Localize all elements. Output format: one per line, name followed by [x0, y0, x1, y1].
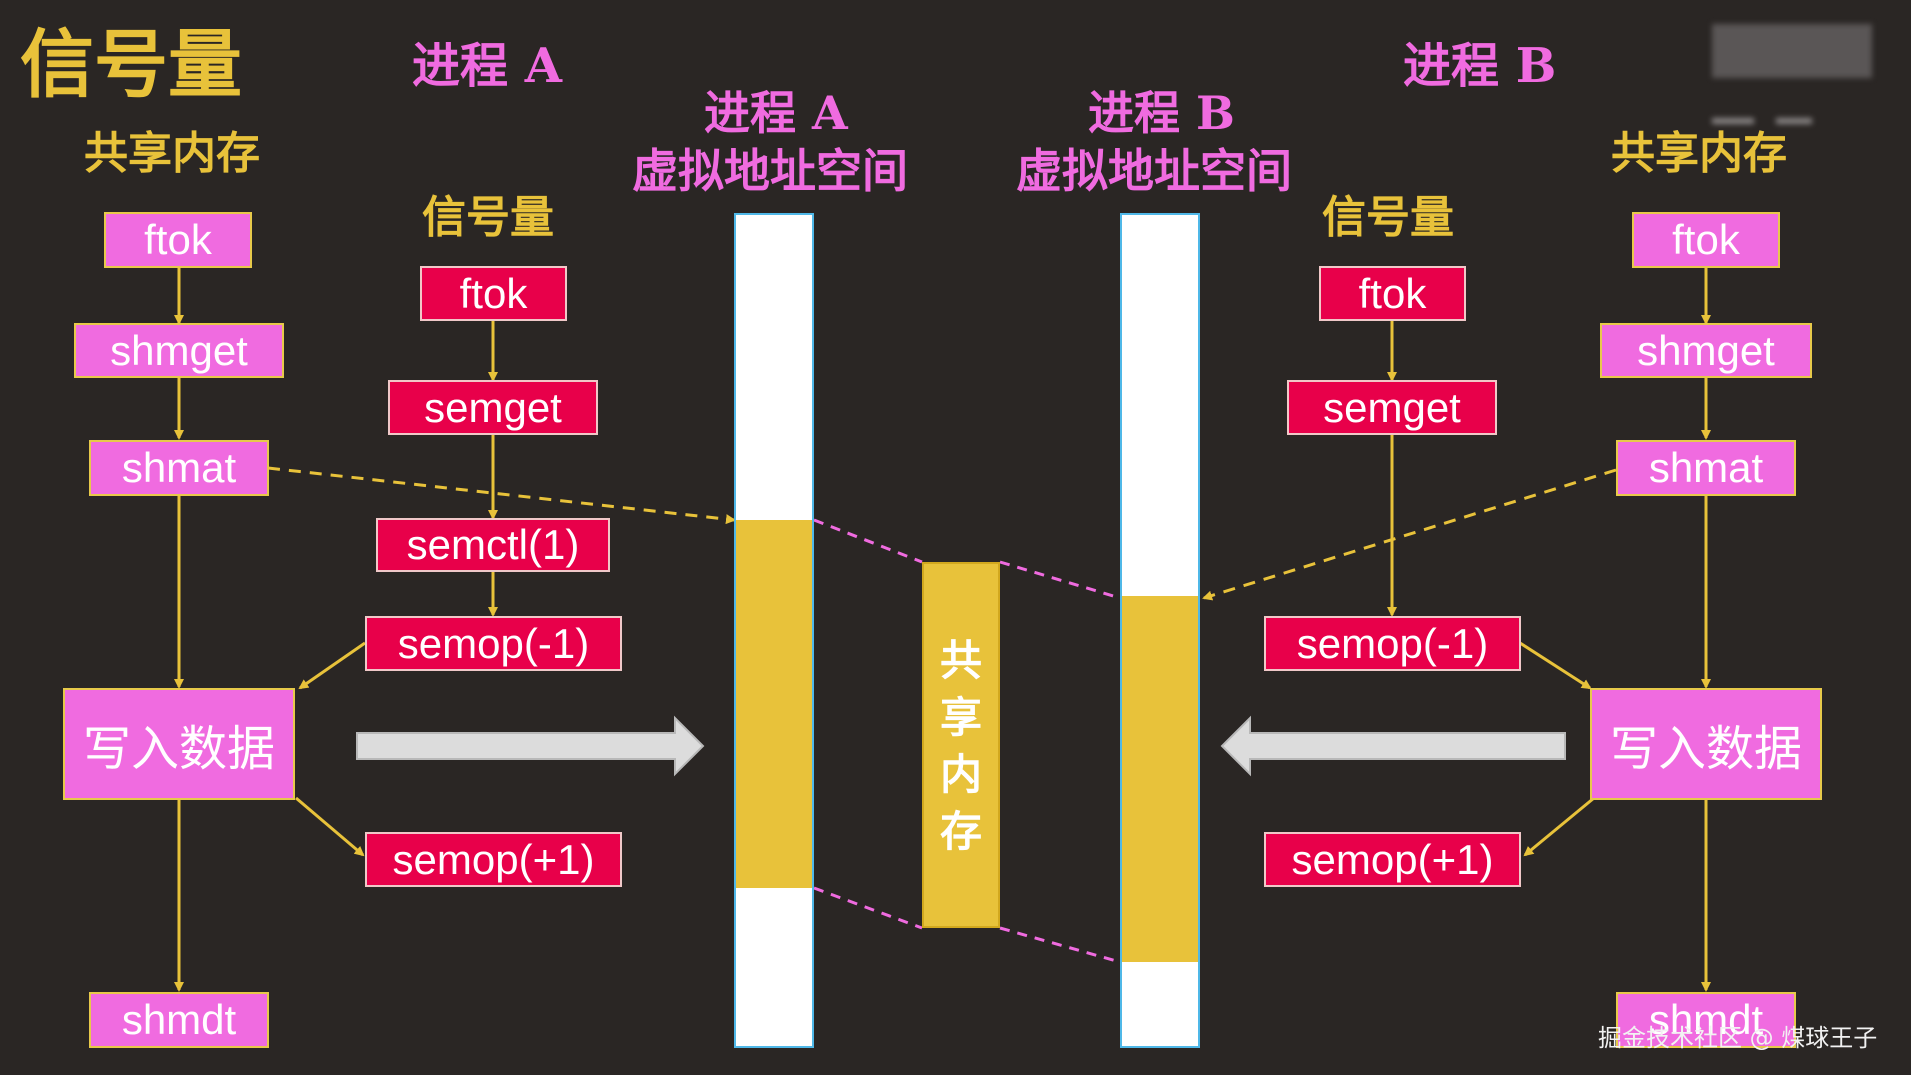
right-sem-flow-arrows — [1387, 321, 1595, 857]
shared-memory-label: 共 享 内 存 — [922, 632, 1000, 860]
left-shm-label: 共享内存 — [84, 128, 260, 179]
write-arrow-left — [1220, 715, 1566, 777]
right-shm-label: 共享内存 — [1611, 128, 1787, 179]
flow-arrow — [298, 641, 366, 690]
left-semop-plus-box: semop(+1) — [365, 832, 622, 887]
shared-memory-char: 存 — [939, 807, 982, 856]
process-a-shared-segment — [736, 520, 812, 888]
left-sem-label: 信号量 — [422, 192, 554, 243]
left-shmget-box: shmget — [74, 323, 284, 378]
shmat-a-mapping-arrow — [267, 466, 736, 525]
write-arrow-right — [356, 715, 705, 777]
blurred-region — [1712, 24, 1872, 78]
va-a-title-line1: 进程 A — [704, 86, 848, 140]
right-semop-minus-box: semop(-1) — [1264, 616, 1521, 671]
main-title: 信号量 — [20, 22, 242, 108]
right-sem-ftok-box: ftok — [1319, 266, 1466, 321]
right-shmget-box: shmget — [1600, 323, 1812, 378]
watermark-text: 掘金技术社区 @ 煤球王子 — [1598, 1024, 1878, 1052]
shared-memory-char: 享 — [939, 693, 982, 742]
shared-memory-mapping-lines — [813, 518, 1121, 964]
shmat-b-mapping-arrow — [1202, 468, 1617, 601]
left-ftok-box: ftok — [104, 212, 252, 268]
left-sem-ftok-box: ftok — [420, 266, 567, 321]
flow-arrow — [1523, 796, 1595, 857]
left-semctl-box: semctl(1) — [376, 518, 610, 572]
left-write-data-box: 写入数据 — [63, 688, 295, 800]
left-shmat-box: shmat — [89, 440, 269, 496]
flow-arrow — [295, 796, 365, 857]
mapping-line — [999, 926, 1121, 964]
right-semop-plus-box: semop(+1) — [1264, 832, 1521, 887]
left-semop-minus-box: semop(-1) — [365, 616, 622, 671]
va-a-title-line2: 虚拟地址空间 — [632, 144, 908, 198]
right-semget-box: semget — [1287, 380, 1497, 435]
shared-memory-char: 内 — [939, 750, 982, 799]
blurred-mark — [1776, 118, 1812, 124]
flow-arrow — [1519, 641, 1592, 690]
process-b-shared-segment — [1122, 596, 1198, 962]
right-write-data-box: 写入数据 — [1590, 688, 1822, 800]
right-ftok-box: ftok — [1632, 212, 1780, 268]
va-b-title-line1: 进程 B — [1088, 86, 1235, 140]
mapping-line — [813, 518, 923, 564]
right-sem-label: 信号量 — [1322, 192, 1454, 243]
left-semget-box: semget — [388, 380, 598, 435]
right-shmdt-box: shmdt — [1616, 992, 1796, 1048]
process-b-header: 进程 B — [1403, 38, 1557, 94]
left-sem-flow-arrows — [295, 321, 498, 857]
mapping-line — [999, 560, 1121, 600]
process-a-header: 进程 A — [412, 38, 562, 94]
mapping-line — [813, 886, 923, 930]
va-b-title-line2: 虚拟地址空间 — [1016, 144, 1292, 198]
right-shmat-box: shmat — [1616, 440, 1796, 496]
shmat-mapping-arrows — [267, 466, 1617, 601]
left-shmdt-box: shmdt — [89, 992, 269, 1048]
shared-memory-block — [922, 562, 1000, 928]
blurred-mark — [1712, 118, 1754, 124]
shared-memory-char: 共 — [939, 636, 982, 685]
